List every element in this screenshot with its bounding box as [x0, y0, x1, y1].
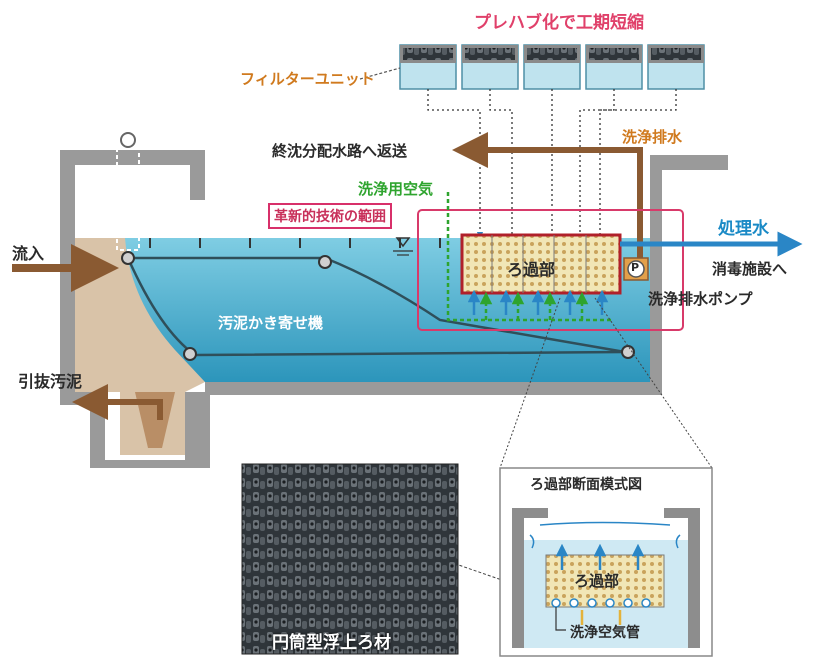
air-pipe-label: 洗浄空気管: [570, 625, 640, 641]
innovation-scope-frame: [417, 209, 684, 331]
cross-section-title: ろ過部断面模式図: [530, 477, 642, 493]
innovation-scope-label: 革新的技術の範囲: [268, 203, 392, 229]
wash-drain-return: [452, 132, 643, 268]
filter-section: [460, 233, 649, 295]
filter-section-label: ろ過部: [507, 260, 556, 279]
wash-drain-pump-label: 洗浄排水ポンプ: [648, 290, 753, 308]
media-caption: 円筒型浮上ろ材: [272, 633, 391, 653]
settling-tank: [60, 132, 728, 468]
pump-symbol: P: [631, 261, 640, 274]
water-level-icon: [395, 237, 411, 248]
sludge-hopper: [135, 392, 175, 448]
filter-unit: [523, 44, 581, 90]
chain-wheel-icon: [318, 255, 332, 269]
treated-water-flow: [467, 231, 803, 315]
inflow-valve-icon: [120, 132, 136, 148]
cross-filter-label: ろ過部: [574, 572, 620, 590]
filter-unit-label: フィルターユニット: [240, 70, 375, 88]
floating-media-photo: [241, 463, 459, 655]
wash-air-label: 洗浄用空気: [358, 180, 434, 198]
return-line-label: 終沈分配水路へ返送: [272, 142, 408, 160]
filter-units: [359, 44, 705, 239]
filter-unit: [585, 44, 643, 90]
sludge-collector-chain: [126, 256, 626, 357]
wash-drain-label: 洗浄排水: [622, 128, 683, 146]
inflow-label: 流入: [12, 244, 45, 263]
sludge-collector-label: 汚泥かき寄せ機: [218, 314, 324, 332]
chain-wheel-icon: [121, 251, 135, 265]
filter-unit: [461, 44, 519, 90]
chain-wheel-icon: [621, 345, 635, 359]
filter-unit: [399, 44, 457, 90]
pump-icon: [627, 260, 645, 278]
water-surface-marks: [149, 238, 441, 248]
prefab-label: プレハブ化で工期短縮: [474, 13, 644, 33]
filter-media-box: [460, 233, 622, 295]
to-disinfection-label: 消毒施設へ: [712, 260, 788, 278]
wash-air-line: [446, 192, 612, 322]
filter-unit: [647, 44, 705, 90]
treated-water-label: 処理水: [718, 219, 769, 239]
sludge-withdrawal-label: 引抜汚泥: [18, 372, 83, 391]
concrete-wall: [60, 150, 728, 468]
withdrawal-arrow: [72, 384, 163, 420]
chain-wheel-icon: [183, 347, 197, 361]
cross-section-inset: [499, 467, 713, 657]
